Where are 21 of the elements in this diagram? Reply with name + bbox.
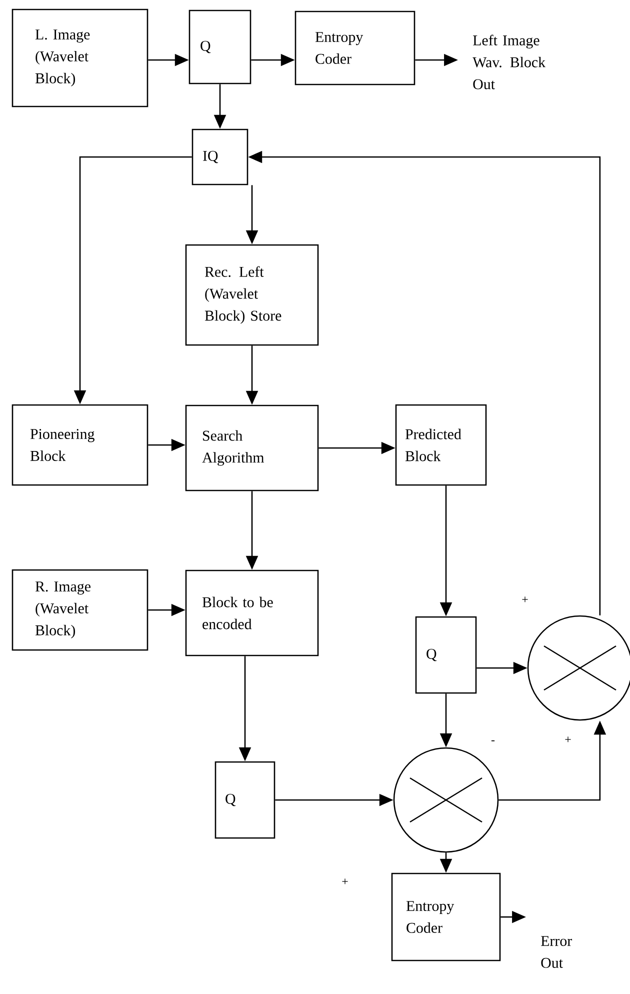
summing-junction (393, 747, 499, 853)
process-box: Entropy Coder (294, 10, 416, 86)
process-box: Entropy Coder (391, 872, 501, 962)
output-label: Left Image Wav. Block Out (472, 34, 546, 90)
process-box: Q (214, 761, 276, 839)
process-box: IQ (192, 128, 248, 186)
sign-label: + (565, 736, 571, 742)
process-box: Pioneering Block (12, 404, 148, 486)
summing-junction (527, 615, 630, 721)
process-box: Block to be encoded (185, 570, 319, 656)
sign-label: + (522, 596, 528, 602)
process-box: L. Image (Wavelet Block) (12, 8, 148, 108)
process-box: Predicted Block (395, 404, 487, 486)
output-label: Error Out (541, 936, 572, 968)
sign-label: - (491, 740, 495, 742)
sign-label: + (342, 878, 348, 884)
process-box: Q (415, 616, 477, 694)
process-box: Search Algorithm (185, 404, 319, 492)
process-box: Rec. Left (Wavelet Block) Store (185, 244, 319, 346)
process-box: Q (188, 10, 252, 84)
process-box: R. Image (Wavelet Block) (12, 569, 148, 651)
